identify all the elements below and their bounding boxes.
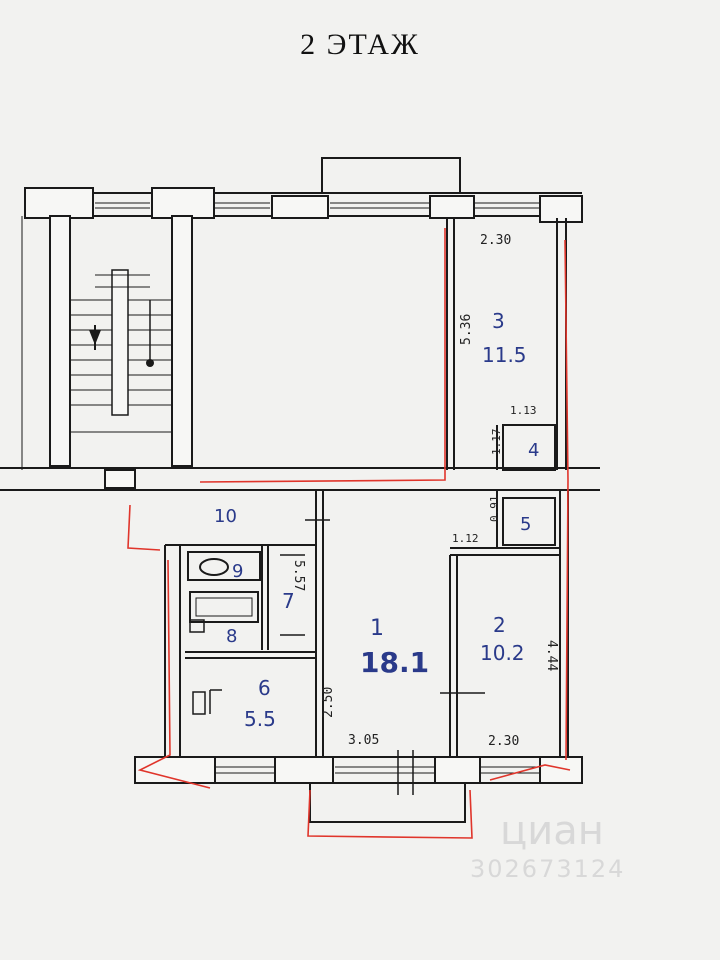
room5-length-dim: 0.91 [488, 496, 501, 523]
wall-pier [434, 756, 481, 784]
wall-pier [429, 195, 475, 219]
room3-width-dim: 2.30 [480, 233, 511, 248]
wall-pier [24, 187, 94, 219]
wall-pier [104, 469, 136, 489]
room-labels: 1 18.1 2 10.2 3 11.5 4 5 6 5.5 7 8 9 10 [214, 309, 539, 731]
red-markup [127, 228, 571, 839]
watermark-id: 302673124 [470, 855, 626, 883]
dimensions: 2.30 5.36 1.13 1.17 1.12 0.91 3.05 5.57 … [291, 233, 559, 749]
room-3-number: 3 [492, 309, 505, 333]
room3-length-dim: 5.36 [459, 314, 474, 345]
room-5-number: 5 [520, 514, 531, 535]
room-6-number: 6 [258, 676, 271, 700]
room4-width-dim: 1.13 [510, 404, 537, 417]
room-5-walls [502, 497, 556, 546]
room1-width-dim: 3.05 [348, 733, 379, 748]
room-4-number: 4 [528, 440, 539, 461]
room-1-number: 1 [370, 616, 384, 641]
room-2-number: 2 [493, 613, 506, 637]
room-1-area: 18.1 [360, 646, 429, 679]
room-10-number: 10 [214, 506, 237, 527]
wall-pier [274, 756, 334, 784]
room-9-number: 9 [232, 561, 243, 582]
room2-width-dim: 2.30 [488, 734, 519, 749]
room-2-area: 10.2 [480, 641, 525, 665]
top-balcony [321, 157, 461, 193]
room2-length-dim: 4.44 [544, 640, 559, 671]
room5-width-dim: 1.12 [452, 532, 479, 545]
room1-length-dim-b: 2.50 [321, 687, 336, 718]
wall-pier [539, 756, 583, 784]
room-3-area: 11.5 [482, 343, 527, 367]
room-8-number: 8 [226, 626, 237, 647]
bottom-balcony [309, 783, 466, 823]
wall-pier [539, 195, 583, 223]
service-rooms [164, 544, 316, 760]
room-7-number: 7 [282, 589, 295, 613]
room1-length-dim-a: 5.57 [291, 560, 306, 591]
floor-title: 2 ЭТАЖ [300, 28, 420, 61]
room-1-walls [305, 490, 330, 760]
wall-pier [271, 195, 329, 219]
watermark-brand: циан [500, 808, 604, 854]
room4-length-dim: 1.17 [490, 429, 503, 456]
stairwell [49, 215, 193, 467]
wall-pier [151, 187, 215, 219]
room-6-area: 5.5 [244, 707, 276, 731]
